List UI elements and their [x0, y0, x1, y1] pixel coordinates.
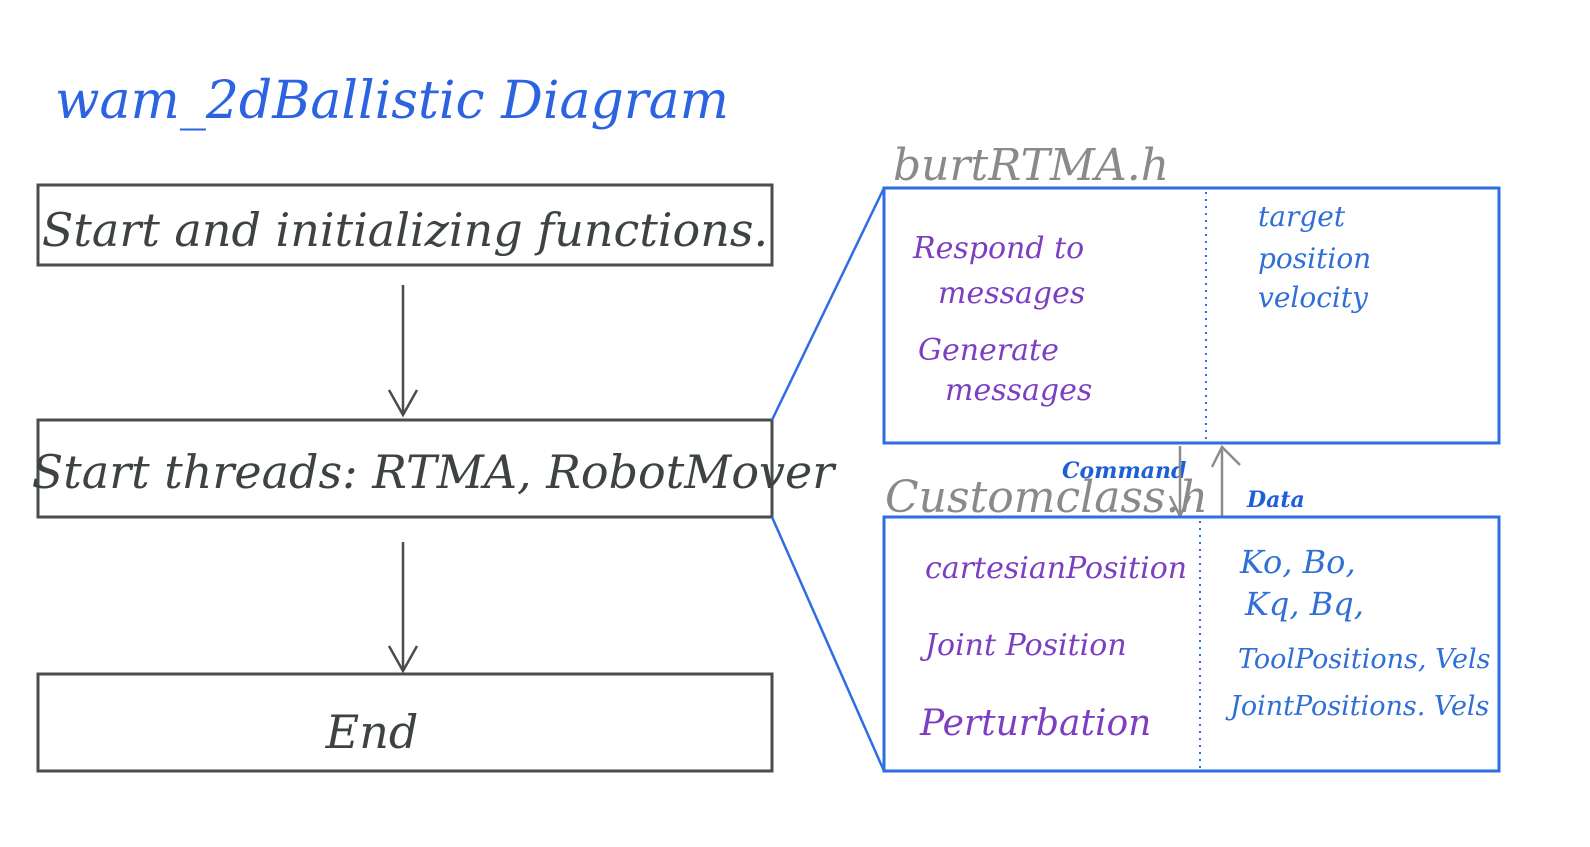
burt-left-item: Respond to: [912, 231, 1084, 266]
zoom-line-bottom: [770, 516, 886, 772]
data-label: Data: [1246, 487, 1305, 513]
zoom-line-top: [770, 187, 886, 421]
custom-right-item: ToolPositions, Vels: [1238, 644, 1491, 675]
custom-right-item: Ko, Bo,: [1239, 543, 1356, 581]
flow-arrowhead-2: [387, 645, 419, 674]
flow-box-end: [36, 672, 774, 773]
flow-box-threads: [36, 418, 774, 519]
custom-file-label: Customclass.h: [885, 472, 1208, 523]
custom-box: [882, 515, 1501, 773]
burt-left-item: messages: [945, 373, 1092, 408]
command-label: Command: [1062, 458, 1186, 484]
data-arrowhead: [1210, 444, 1241, 468]
flow-arrowhead-1: [387, 389, 419, 418]
flow-step-start: Start and initializing functions.: [42, 203, 768, 257]
custom-left-item: Perturbation: [919, 703, 1151, 744]
custom-left-item: Joint Position: [919, 628, 1127, 663]
flow-step-end: End: [325, 705, 419, 759]
burt-left-item: messages: [938, 276, 1085, 311]
burt-box: [882, 186, 1501, 445]
burt-right-item: position: [1258, 242, 1371, 275]
burt-right-item: target: [1258, 200, 1346, 233]
custom-left-item: cartesianPosition: [925, 551, 1187, 586]
custom-right-item: JointPositions. Vels: [1225, 691, 1489, 722]
burt-left-item: Generate: [918, 333, 1059, 368]
custom-right-item: Kq, Bq,: [1244, 585, 1364, 623]
flow-box-start: [36, 183, 774, 267]
diagram-title: wam_2dBallistic Diagram: [55, 71, 729, 131]
flow-step-threads: Start threads: RTMA, RobotMover: [32, 445, 837, 499]
burt-right-item: velocity: [1258, 281, 1369, 314]
burt-file-label: burtRTMA.h: [893, 140, 1169, 191]
